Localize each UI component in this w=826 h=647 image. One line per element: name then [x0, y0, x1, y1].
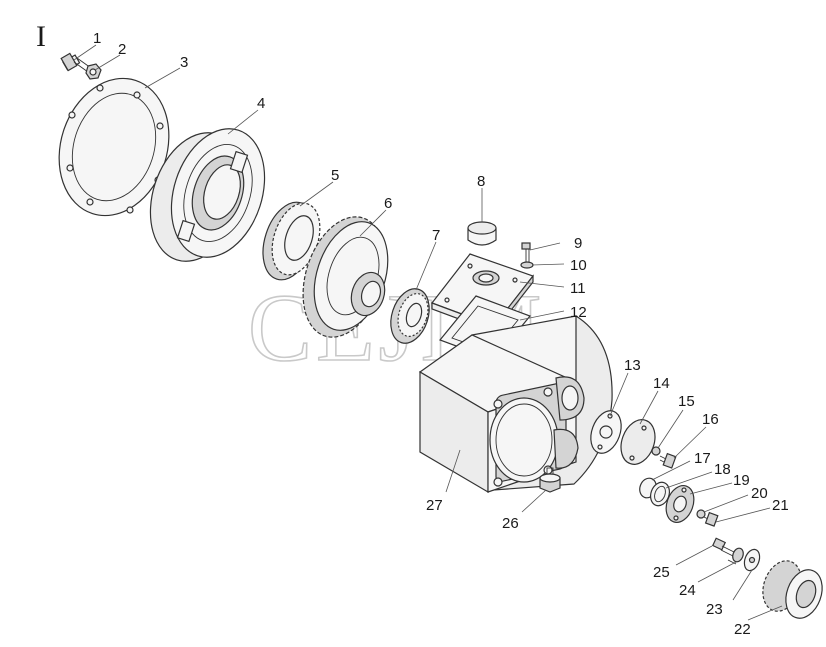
callout-14: 14 — [653, 375, 670, 392]
leader-3 — [144, 67, 181, 89]
callout-22: 22 — [734, 621, 751, 638]
leader-17 — [651, 460, 691, 481]
leader-27 — [445, 449, 461, 493]
leader-10 — [531, 263, 565, 266]
callout-8: 8 — [477, 173, 485, 190]
callout-5: 5 — [331, 167, 339, 184]
part-15-washer[interactable] — [651, 446, 661, 456]
leader-22 — [747, 605, 783, 621]
callout-1: 1 — [93, 30, 101, 47]
callout-21: 21 — [772, 497, 789, 514]
callout-11: 11 — [570, 280, 586, 297]
callout-26: 26 — [502, 515, 519, 532]
leader-24 — [697, 561, 737, 583]
callout-labels: 1 2 3 4 5 6 7 8 9 10 11 12 13 14 15 16 1… — [93, 30, 789, 638]
part-8-cap[interactable] — [467, 221, 497, 246]
leader-12 — [519, 310, 565, 321]
callout-27: 27 — [426, 497, 443, 514]
leader-6 — [359, 209, 387, 237]
leader-21 — [715, 507, 771, 523]
leader-lines — [73, 44, 783, 621]
leader-15 — [657, 409, 684, 449]
leader-13 — [609, 372, 629, 417]
leader-2 — [94, 54, 121, 71]
leader-19 — [689, 482, 733, 495]
callout-20: 20 — [751, 485, 768, 502]
leader-5 — [299, 181, 334, 207]
callout-17: 17 — [694, 450, 711, 467]
part-2-nut[interactable] — [85, 63, 102, 80]
leader-16 — [673, 426, 707, 459]
callout-7: 7 — [432, 227, 440, 244]
callout-16: 16 — [702, 411, 719, 428]
part-16-bolt[interactable] — [659, 452, 677, 469]
leader-14 — [639, 390, 659, 425]
part-24-lock-washer[interactable] — [727, 547, 745, 565]
part-21-bolt[interactable] — [703, 511, 719, 527]
part-14-cover-plate[interactable] — [615, 415, 661, 469]
callout-9: 9 — [574, 235, 582, 252]
part-4-bearing-housing[interactable] — [135, 117, 280, 274]
leader-11 — [519, 281, 565, 288]
part-20-washer[interactable] — [696, 509, 706, 519]
part-6-gear[interactable] — [289, 206, 401, 347]
leader-25 — [675, 545, 713, 566]
part-10-washer[interactable] — [520, 261, 534, 269]
part-22-pinion-gear[interactable] — [756, 555, 826, 623]
callout-19: 19 — [733, 472, 750, 489]
callout-12: 12 — [570, 304, 587, 321]
callout-3: 3 — [180, 54, 188, 71]
callout-4: 4 — [257, 95, 265, 112]
callout-2: 2 — [118, 41, 126, 58]
leader-26 — [521, 489, 547, 513]
callout-6: 6 — [384, 195, 392, 212]
section-label: I — [36, 20, 46, 53]
leader-4 — [227, 109, 259, 135]
leader-7 — [415, 241, 437, 291]
part-27-housing[interactable] — [418, 315, 613, 494]
leader-18 — [665, 471, 713, 489]
part-19-flange[interactable] — [661, 482, 698, 527]
leader-23 — [732, 569, 753, 601]
part-13-gasket[interactable] — [585, 407, 626, 458]
callout-24: 24 — [679, 582, 696, 599]
part-5-gear-ring[interactable] — [254, 196, 329, 287]
part-25-bolt[interactable] — [711, 537, 735, 557]
part-23-washer[interactable] — [742, 547, 763, 572]
callout-15: 15 — [678, 393, 695, 410]
part-26-drain-plug[interactable] — [539, 467, 561, 493]
leader-20 — [703, 494, 749, 513]
callout-18: 18 — [714, 461, 731, 478]
leader-9 — [529, 242, 561, 251]
callout-23: 23 — [706, 601, 723, 618]
part-7-bearing[interactable] — [384, 284, 436, 348]
callout-13: 13 — [624, 357, 641, 374]
part-9-screw[interactable] — [521, 242, 531, 262]
leader-1 — [73, 44, 97, 61]
callout-10: 10 — [570, 257, 587, 274]
callout-25: 25 — [653, 564, 670, 581]
